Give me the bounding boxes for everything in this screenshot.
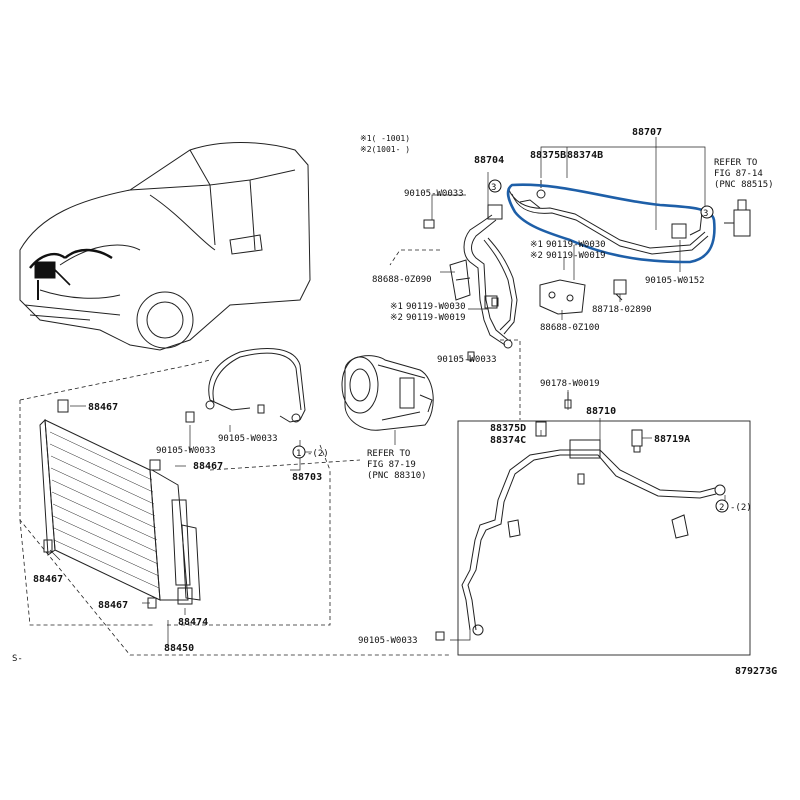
label-88467-top: 88467 <box>88 402 118 413</box>
mark-1-right: ※1 <box>530 240 543 250</box>
label-88688-0z100: 88688-0Z100 <box>540 323 600 333</box>
label-90105-w0033-hose: 90105-W0033 <box>218 434 278 444</box>
pipe-88707 <box>507 180 709 255</box>
label-90105-w0033-mid: 90105-W0033 <box>437 355 497 365</box>
ref-fig-87-19-line1: REFER TO <box>367 449 410 459</box>
compressor <box>341 355 434 431</box>
callout-markers <box>292 179 729 513</box>
receiver-dryer <box>171 499 201 605</box>
label-88467-left: 88467 <box>33 574 63 585</box>
ref-fig-87-19-line2: FIG 87-19 <box>367 460 416 470</box>
suction-hose-88704 <box>463 204 518 349</box>
mark-1-left: ※1 <box>390 302 403 312</box>
label-88707: 88707 <box>632 127 662 138</box>
labels: ※1( -1001) ※2(1001- ) 88707 88704 88375B… <box>12 127 777 677</box>
mark-2-left: ※2 <box>390 313 403 323</box>
ref-fig-87-14-line3: (PNC 88515) <box>714 180 774 190</box>
label-90178-w0019: 90178-W0019 <box>540 379 600 389</box>
bracket-88688-0z100 <box>539 279 586 315</box>
label-88719A: 88719A <box>654 434 690 445</box>
leader-lines <box>49 137 726 648</box>
label-88374B: 88374B <box>567 150 603 161</box>
bolts <box>185 219 585 641</box>
pipe-88710 <box>461 439 726 636</box>
callout-1-suffix: -(2) <box>307 449 329 459</box>
section-mark: S- <box>12 654 23 664</box>
label-88375D: 88375D <box>490 423 526 434</box>
note-2: ※2(1001- ) <box>360 145 410 154</box>
label-88467-bottom: 88467 <box>98 600 128 611</box>
callout-1: 1 <box>296 449 301 459</box>
label-88450: 88450 <box>164 643 194 654</box>
discharge-hose-88703 <box>205 347 306 423</box>
label-88467-right: 88467 <box>193 461 223 472</box>
label-88375B: 88375B <box>530 150 566 161</box>
label-90105-w0033-bottom: 90105-W0033 <box>358 636 418 646</box>
label-90119-w0030-left: 90119-W0030 <box>406 302 466 312</box>
label-88710: 88710 <box>586 406 616 417</box>
highlight-outline <box>506 183 716 264</box>
label-90119-w0019-right: 90119-W0019 <box>546 251 606 261</box>
label-90105-w0033-top: 90105-W0033 <box>404 189 464 199</box>
label-90105-w0033-condenser: 90105-W0033 <box>156 446 216 456</box>
ref-fig-87-19-line3: (PNC 88310) <box>367 471 427 481</box>
label-88688-0z090: 88688-0Z090 <box>372 275 432 285</box>
ref-fig-87-14-line2: FIG 87-14 <box>714 169 763 179</box>
mark-2-right: ※2 <box>530 251 543 261</box>
label-90105-w0152: 90105-W0152 <box>645 276 705 286</box>
label-88718-02890: 88718-02890 <box>592 305 652 315</box>
label-88703: 88703 <box>292 472 322 483</box>
pressure-switch-88719A <box>631 429 643 453</box>
label-90119-w0019-left: 90119-W0019 <box>406 313 466 323</box>
condenser <box>39 399 189 609</box>
vehicle-illustration <box>19 142 311 351</box>
note-1: ※1( -1001) <box>360 134 410 143</box>
group-outlines <box>19 249 751 656</box>
bracket-88688-0z090 <box>449 259 471 301</box>
label-88474: 88474 <box>178 617 208 628</box>
ref-fig-87-14-line1: REFER TO <box>714 158 757 168</box>
callout-3-right: 3 <box>703 209 708 219</box>
label-88704: 88704 <box>474 155 504 166</box>
callout-2: 2 <box>719 503 724 513</box>
label-90119-w0030-right: 90119-W0030 <box>546 240 606 250</box>
callout-2-suffix: -(2) <box>730 503 752 513</box>
label-88374C: 88374C <box>490 435 526 446</box>
vehicle-ac-system-highlight <box>29 248 113 300</box>
expansion-valve <box>724 199 751 237</box>
figure-id: 879273G <box>735 666 777 677</box>
callout-3-left: 3 <box>491 183 496 193</box>
